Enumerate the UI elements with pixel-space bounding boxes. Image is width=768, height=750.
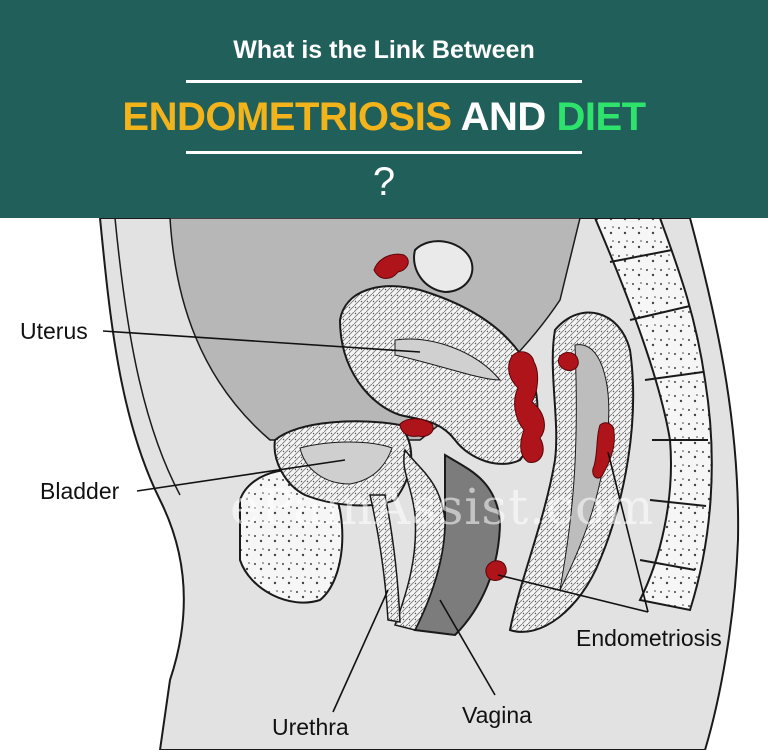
top-rule	[186, 80, 582, 83]
label-urethra: Urethra	[272, 714, 349, 740]
urethra-leader	[332, 589, 389, 713]
lesion-top	[373, 253, 409, 279]
urethra	[369, 494, 401, 623]
lesion-mid	[508, 351, 545, 463]
label-bladder: Bladder	[40, 478, 120, 504]
lesion-uterus	[399, 418, 434, 437]
headline-diet: DIET	[556, 95, 646, 139]
outer-skin-line	[114, 217, 181, 496]
endometriosis-leader-1	[497, 574, 649, 613]
bladder-lumen	[299, 441, 393, 485]
banner-subtitle: What is the Link Between	[233, 36, 535, 64]
spine	[593, 217, 713, 612]
label-uterus: Uterus	[20, 318, 88, 344]
vaginal-wall	[394, 448, 446, 631]
watermark: ePainAssist.com	[230, 478, 655, 536]
endometriosis-leader-2	[607, 451, 649, 613]
rectum-lumen	[559, 344, 610, 591]
vertebra-lines	[609, 249, 708, 571]
headline-endometriosis: ENDOMETRIOSIS	[122, 95, 452, 139]
uterus-leader	[102, 330, 421, 353]
lesion-bottom	[485, 560, 507, 581]
label-endometriosis: Endometriosis	[576, 625, 722, 651]
headline-and: AND	[460, 95, 547, 139]
lesion-rectum-top	[557, 352, 579, 371]
question-mark: ?	[372, 160, 396, 204]
uterine-cavity	[394, 338, 502, 381]
lesion-rectum	[592, 422, 615, 479]
label-leader-lines	[102, 330, 649, 713]
bladder-leader	[136, 459, 346, 492]
banner-headline: ENDOMETRIOSIS AND DIET	[0, 95, 768, 140]
bottom-rule	[186, 151, 582, 154]
ovary	[413, 240, 474, 294]
label-vagina: Vagina	[462, 702, 532, 728]
endometriosis-lesions	[373, 253, 615, 581]
title-banner: What is the Link Between ENDOMETRIOSIS A…	[0, 0, 768, 218]
vagina-leader	[439, 599, 496, 696]
